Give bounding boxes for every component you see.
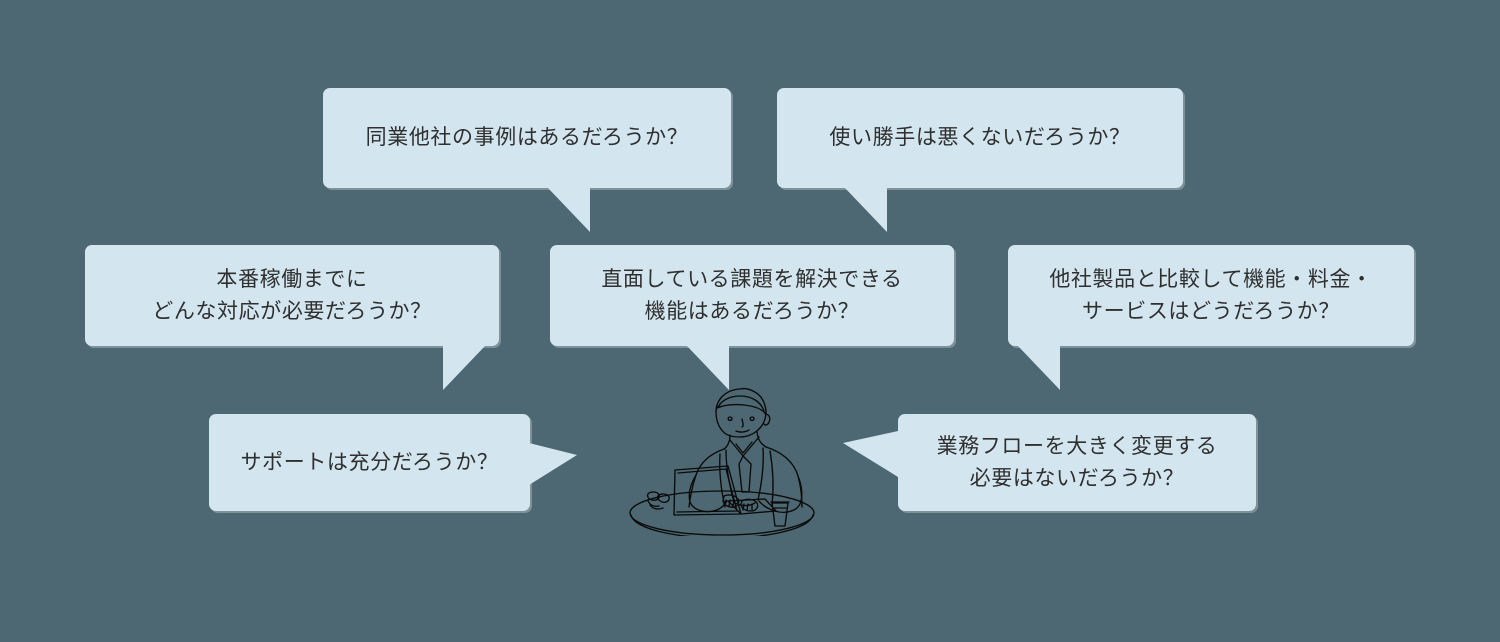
speech-bubble-usability: 使い勝手は悪くないだろうか？ <box>777 88 1183 232</box>
speech-bubble-competitor-cases: 同業他社の事例はあるだろうか？ <box>323 88 731 232</box>
speech-bubble-text: 同業他社の事例はあるだろうか？ <box>365 125 689 150</box>
bubble-tail-icon <box>687 346 729 390</box>
speech-bubble-text: 業務フローを大きく変更する 必要はないだろうか？ <box>936 434 1218 490</box>
speech-bubble-text: 直面している課題を解決できる 機能はあるだろうか？ <box>601 267 903 323</box>
speech-bubble-text: 他社製品と比較して機能・料金・ サービスはどうだろうか？ <box>1049 267 1373 323</box>
businessman-at-laptop-illustration <box>629 387 815 536</box>
bubble-tail-icon <box>843 431 898 477</box>
speech-bubble-production-launch: 本番稼働までに どんな対応が必要だろうか？ <box>85 245 499 390</box>
speech-bubble-support: サポートは充分だろうか？ <box>209 414 577 511</box>
bubble-tail-icon <box>443 346 485 390</box>
bubble-tail-icon <box>1018 346 1060 390</box>
bubble-tail-icon <box>529 443 577 485</box>
speech-bubble-text: 使い勝手は悪くないだろうか？ <box>829 125 1131 150</box>
speech-bubble-text: サポートは充分だろうか？ <box>240 449 499 474</box>
speech-bubble-comparison: 他社製品と比較して機能・料金・ サービスはどうだろうか？ <box>1008 245 1414 390</box>
bubble-tail-icon <box>845 188 887 232</box>
bubble-tail-icon <box>548 188 590 232</box>
speech-bubble-text: 本番稼働までに どんな対応が必要だろうか？ <box>152 267 432 323</box>
speech-bubble-solves-issues: 直面している課題を解決できる 機能はあるだろうか？ <box>550 245 954 390</box>
speech-bubble-workflow-change: 業務フローを大きく変更する 必要はないだろうか？ <box>843 414 1256 511</box>
